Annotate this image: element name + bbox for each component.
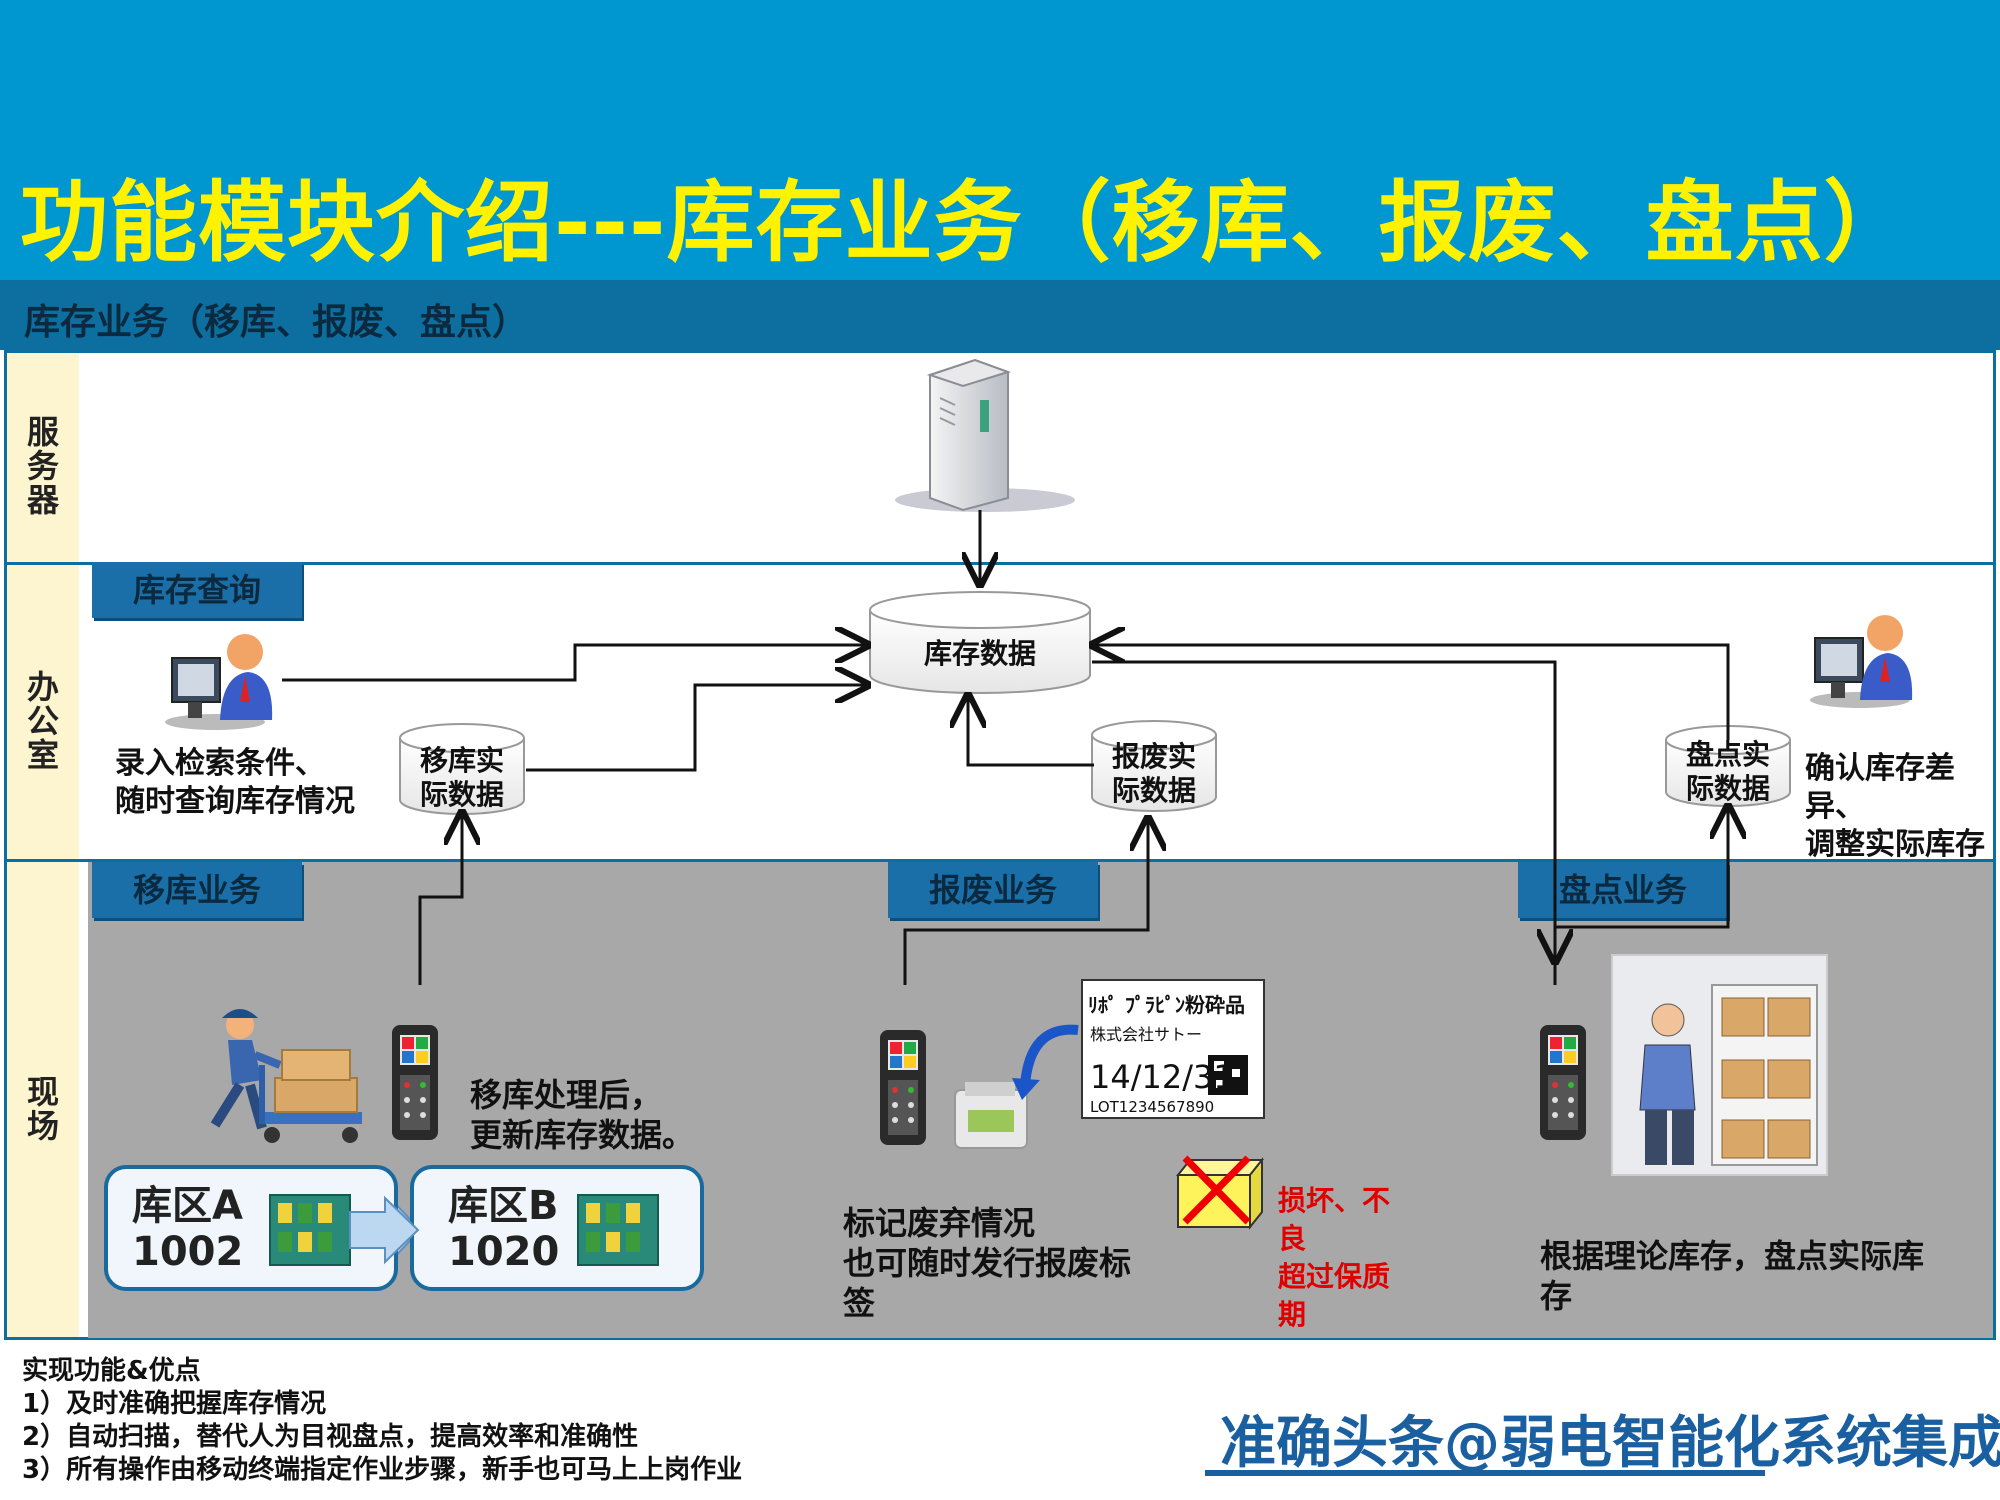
scrap-reason-line: 期 — [1278, 1298, 1307, 1331]
stocktake-desc-line: 存 — [1540, 1277, 1573, 1315]
scrap-actual-db — [1091, 720, 1217, 812]
features-heading: 实现功能&优点 — [22, 1356, 201, 1386]
zone-b-code: 1020 — [448, 1229, 560, 1275]
zone-a-name: 库区A — [132, 1183, 243, 1229]
handheld-terminal-icon — [880, 1030, 926, 1145]
feature-item: 3）所有操作由移动终端指定作业步骤，新手也可马上上岗作业 — [22, 1455, 743, 1485]
page-title: 功能模块介绍---库存业务（移库、报废、盘点） — [20, 171, 1913, 274]
print-curve-arrow — [1020, 1024, 1079, 1086]
confirm-desc-line: 确认库存差异、 — [1805, 751, 1955, 824]
lane-label-field: 现场 — [22, 1075, 60, 1143]
scrap-description: 标记废弃情况 也可随时发行报废标 签 — [843, 1203, 1131, 1323]
scrap-desc-line: 也可随时发行报废标 — [843, 1244, 1132, 1282]
label-company: 株式会社サトー — [1090, 1025, 1202, 1044]
stocktake-scene-image — [1611, 954, 1828, 1176]
arrow-db-to-stocktake — [1092, 660, 1555, 962]
label-printer-icon — [954, 1082, 1028, 1149]
stocktake-desc-line: 根据理论库存，盘点实际库 — [1540, 1237, 1925, 1275]
arrow-scrap-to-actual — [903, 818, 1148, 985]
features-list: 实现功能&优点 1）及时准确把握库存情况 2）自动扫描，替代人为目视盘点，提高效… — [22, 1355, 742, 1487]
worker-with-cart-icon — [210, 1009, 362, 1143]
watermark: 准确头条@弱电智能化系统集成 — [1220, 1411, 2000, 1476]
top-banner — [0, 0, 2000, 280]
damaged-box-icon — [1175, 1155, 1265, 1230]
handheld-terminal-icon — [392, 1025, 438, 1140]
label-lot: LOT1234567890 — [1090, 1098, 1214, 1116]
arrow-transfer-actual-to-db — [526, 685, 868, 772]
tag-scrap: 报废业务 — [888, 862, 1098, 918]
lane-label-office: 办公室 — [22, 670, 60, 772]
arrow-query-to-db — [282, 645, 868, 682]
scrap-label-sample — [1081, 979, 1265, 1119]
office-worker-icon — [165, 634, 273, 730]
lane-label-bg-office — [7, 566, 79, 859]
lane-label-server: 服务器 — [22, 415, 60, 517]
handheld-terminal-icon — [1540, 1025, 1586, 1140]
arrow-stocktake-to-actual — [1553, 806, 1728, 985]
server-icon — [895, 358, 1075, 512]
scrap-reasons: 损坏、不 良 超过保质 期 — [1278, 1182, 1390, 1334]
lane-divider-2 — [4, 859, 1996, 862]
section-title: 库存业务（移库、报废、盘点） — [24, 302, 529, 343]
confirm-desc-line: 调整实际库存 — [1805, 827, 1985, 862]
zone-a-code: 1002 — [132, 1229, 244, 1275]
scrap-reason-line: 良 — [1278, 1222, 1307, 1255]
stocktake-actual-label-1: 盘点实 — [1686, 738, 1770, 771]
inventory-data-db — [869, 591, 1091, 694]
label-product-name: ﾘﾎﾟ ﾌﾟﾗﾋﾟﾝ粉砕品 — [1088, 993, 1245, 1017]
watermark-underline — [1205, 1470, 1765, 1476]
tag-inventory-query: 库存查询 — [92, 562, 302, 618]
transfer-desc-line: 移库处理后， — [470, 1076, 663, 1114]
label-date: 14/12/31 — [1090, 1058, 1234, 1096]
scrap-actual-label-2: 际数据 — [1112, 774, 1196, 807]
lane-label-bg-server — [7, 353, 79, 563]
lane-divider-1 — [4, 562, 1996, 565]
feature-item: 1）及时准确把握库存情况 — [22, 1389, 327, 1419]
confirm-description: 确认库存差异、 调整实际库存 — [1805, 750, 2000, 864]
feature-item: 2）自动扫描，替代人为目视盘点，提高效率和准确性 — [22, 1422, 639, 1452]
stocktake-description: 根据理论库存，盘点实际库 存 — [1540, 1236, 1924, 1316]
scrap-reason-line: 超过保质 — [1278, 1260, 1391, 1293]
scrap-desc-line: 标记废弃情况 — [843, 1204, 1036, 1242]
office-manager-icon — [1810, 615, 1913, 708]
query-description: 录入检索条件、 随时查询库存情况 — [115, 745, 355, 821]
section-bar — [0, 280, 2000, 350]
print-arrowhead — [1012, 1078, 1040, 1100]
inventory-data-label: 库存数据 — [924, 637, 1036, 670]
arrow-scrap-actual-to-db — [968, 695, 1094, 767]
tag-transfer: 移库业务 — [92, 862, 302, 918]
zone-b-name: 库区B — [448, 1183, 559, 1229]
transfer-desc-line: 更新库存数据。 — [470, 1116, 695, 1154]
query-desc-line: 随时查询库存情况 — [115, 784, 355, 819]
tag-stocktake: 盘点业务 — [1518, 862, 1728, 918]
arrow-stocktake-actual-to-db — [1092, 645, 1730, 740]
transfer-actual-label-1: 移库实 — [420, 744, 504, 777]
transfer-description: 移库处理后， 更新库存数据。 — [470, 1075, 694, 1155]
query-desc-line: 录入检索条件、 — [115, 746, 325, 781]
stocktake-actual-label-2: 际数据 — [1686, 772, 1770, 805]
scrap-reason-line: 损坏、不 — [1278, 1184, 1391, 1217]
transfer-actual-label-2: 际数据 — [420, 778, 504, 811]
scrap-desc-line: 签 — [843, 1284, 876, 1322]
lane-label-bg-field — [7, 862, 79, 1337]
scrap-actual-label-1: 报废实 — [1112, 740, 1196, 773]
arrow-transfer-to-actual — [418, 812, 462, 985]
